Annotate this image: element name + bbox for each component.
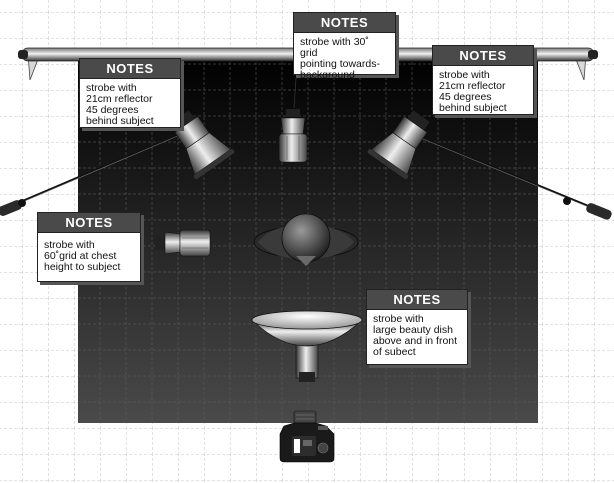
note-header: NOTES — [80, 59, 180, 79]
note-header: NOTES — [433, 46, 533, 66]
right-boom-stand-icon — [417, 135, 612, 220]
strobe-grid-top-icon — [278, 109, 308, 163]
note-text: strobe with 30˚ grid pointing towards- b… — [300, 36, 380, 81]
strobe-reflector-left-icon — [172, 110, 235, 180]
note-text: strobe with 21cm reflector 45 degrees be… — [439, 69, 507, 114]
strobe-grid-left-icon — [155, 229, 211, 257]
note-header: NOTES — [294, 13, 395, 33]
note-left-reflector: NOTES strobe with 21cm reflector 45 degr… — [79, 58, 181, 128]
subject-top-view-icon — [253, 213, 359, 266]
beauty-dish-icon — [251, 310, 363, 382]
camera-icon — [279, 410, 335, 463]
note-beauty-dish: NOTES strobe with large beauty dish abov… — [366, 289, 468, 365]
note-text: strobe with 21cm reflector 45 degrees be… — [86, 82, 154, 127]
strobe-reflector-right-icon — [367, 110, 430, 180]
left-boom-stand-icon — [0, 133, 181, 216]
note-header: NOTES — [38, 213, 140, 233]
note-header: NOTES — [367, 290, 467, 310]
note-left-grid: NOTES strobe with 60˚grid at chest heigh… — [37, 212, 141, 282]
note-text: strobe with 60˚grid at chest height to s… — [44, 239, 121, 273]
note-top-grid: NOTES strobe with 30˚ grid pointing towa… — [293, 12, 396, 81]
note-right-reflector: NOTES strobe with 21cm reflector 45 degr… — [432, 45, 534, 115]
note-text: strobe with large beauty dish above and … — [373, 313, 458, 358]
leader-line — [293, 77, 297, 109]
